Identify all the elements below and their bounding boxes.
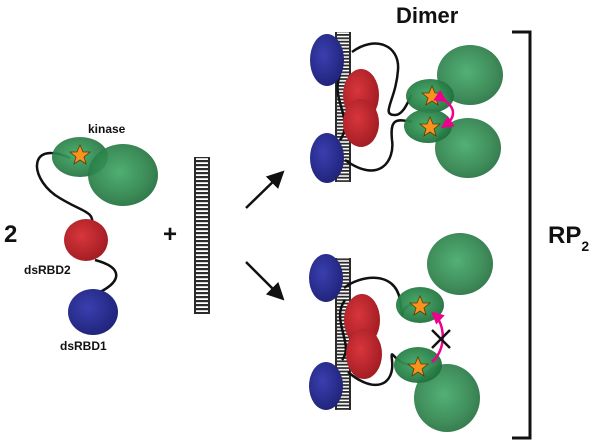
linker-top-a bbox=[351, 42, 414, 117]
dsrbd2-top-lower bbox=[343, 99, 379, 147]
linker-kinase-dsrbd2 bbox=[35, 151, 94, 226]
linker-dsrbd2-dsrbd1 bbox=[94, 258, 118, 294]
active-dimer-complex: Dimer bbox=[310, 3, 503, 183]
dsrbd2-bottom-lower bbox=[346, 329, 382, 379]
dsrbd1-label: dsRBD1 bbox=[60, 339, 107, 353]
kinase-label: kinase bbox=[88, 122, 126, 136]
dsrna-duplex bbox=[194, 157, 210, 314]
kinase-c-lobe-bottom-1 bbox=[427, 233, 493, 295]
dsrbd1-bottom-lower bbox=[309, 362, 343, 410]
linker-top-c bbox=[336, 74, 347, 141]
arrow-to-active-dimer bbox=[245, 170, 285, 209]
dsrna-rungs bbox=[195, 157, 209, 314]
dsrbd1-domain bbox=[68, 289, 118, 335]
dsrbd2-label: dsRBD2 bbox=[24, 263, 71, 277]
inactive-dimer-complex bbox=[309, 233, 493, 432]
linker-top-b bbox=[344, 119, 413, 172]
dsrbd1-top-upper bbox=[310, 34, 344, 86]
dsrbd1-bottom-upper bbox=[309, 254, 343, 302]
kinase-c-lobe-top-2 bbox=[435, 118, 501, 178]
arrow-to-inactive-dimer bbox=[245, 261, 285, 301]
autophosphorylation-arrow-icon bbox=[433, 89, 455, 129]
star-icon-bottom-2 bbox=[406, 355, 430, 377]
rp2-label: RP2 bbox=[548, 222, 589, 254]
plus-sign: + bbox=[163, 221, 177, 248]
star-icon-bottom-1 bbox=[408, 294, 432, 316]
pkr-monomer: 2 kinase dsRBD2 dsRBD1 bbox=[4, 122, 158, 353]
linker-bottom-c bbox=[338, 299, 348, 361]
stoichiometry-label: 2 bbox=[4, 221, 17, 248]
kinase-c-lobe-bottom-2 bbox=[414, 364, 480, 432]
dsrbd1-top-lower bbox=[310, 133, 344, 183]
complex-bracket bbox=[512, 30, 532, 440]
dsrbd2-domain bbox=[64, 219, 108, 261]
blocked-x-icon bbox=[431, 329, 451, 349]
kinase-c-lobe bbox=[88, 144, 158, 206]
dimer-title: Dimer bbox=[396, 3, 459, 28]
active-site-star-icon bbox=[68, 143, 92, 165]
